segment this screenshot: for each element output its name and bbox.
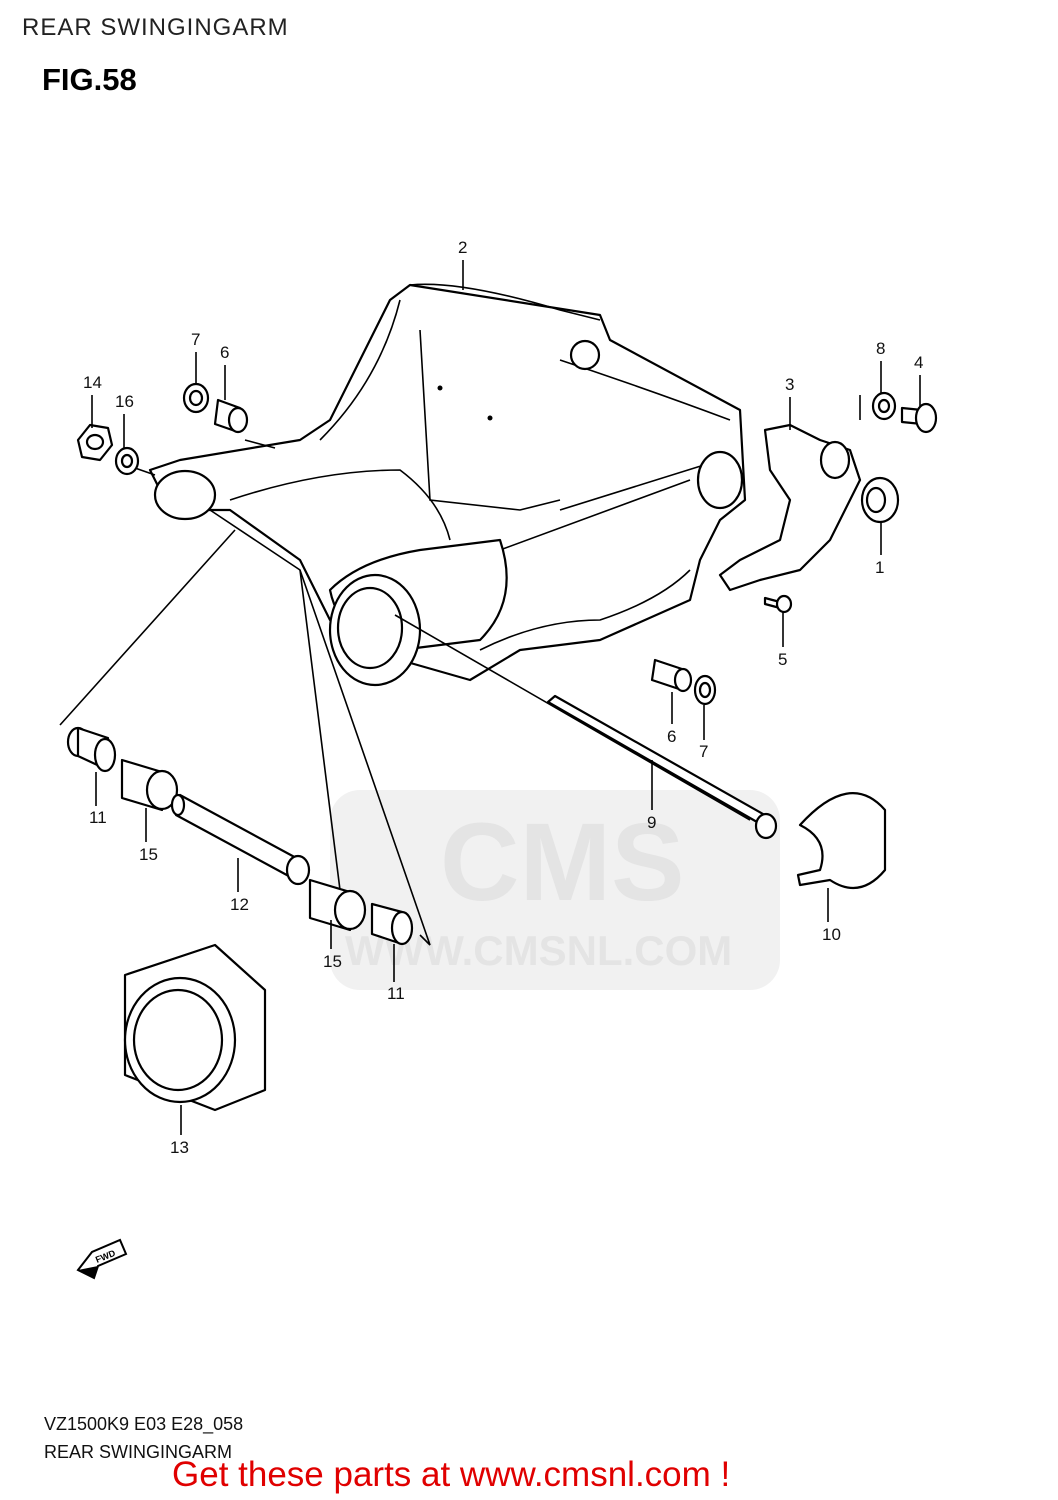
- callout-8: 8: [876, 339, 885, 358]
- callout-15: 15: [139, 845, 158, 864]
- callout-5: 5: [778, 650, 787, 669]
- part-boot-13: [123, 943, 267, 1112]
- diagram-code: VZ1500K9 E03 E28_058: [44, 1414, 244, 1434]
- part-bracket-3: [718, 423, 862, 592]
- part-bearing-15b: [308, 878, 367, 932]
- part-bearing-6: [213, 398, 249, 434]
- callout-7: 7: [191, 330, 200, 349]
- callout-15b: 15: [323, 952, 342, 971]
- part-washer-16: [114, 446, 140, 476]
- watermark: CMS WWW.CMSNL.COM: [330, 790, 780, 990]
- promo-link[interactable]: Get these parts at www.cmsnl.com !: [172, 1455, 731, 1494]
- part-collar-8: [871, 391, 897, 421]
- callout-2: 2: [458, 238, 467, 257]
- leader-lines: [59, 395, 861, 946]
- part-seal-7: [182, 382, 210, 414]
- figure-label: FIG.58: [42, 62, 137, 97]
- part-guard-10: [796, 792, 887, 890]
- callout-14: 14: [83, 373, 102, 392]
- part-bearing-15: [120, 758, 179, 812]
- watermark-brand: CMS: [440, 801, 684, 924]
- part-nut-14: [76, 423, 114, 462]
- callout-3: 3: [785, 375, 794, 394]
- footer-subtitle: REAR SWINGINGARM: [44, 1442, 233, 1462]
- part-nut-1: [860, 476, 900, 524]
- callout-leaders: [91, 260, 921, 1135]
- callout-7b: 7: [699, 742, 708, 761]
- callouts: 1 2 3 4 5 6 6 7 7 8 9 10 11 11 12 13 14 …: [83, 238, 923, 1157]
- part-seal-7b: [693, 674, 717, 706]
- part-axle-9: [546, 694, 778, 840]
- part-bolt-4: [900, 402, 938, 434]
- fwd-arrow-icon: FWD: [76, 1238, 128, 1280]
- part-pipe-12: [170, 793, 311, 886]
- callout-13: 13: [170, 1138, 189, 1157]
- callout-12: 12: [230, 895, 249, 914]
- callout-11b: 11: [387, 984, 405, 1003]
- part-collar-11b: [370, 902, 414, 946]
- callout-6: 6: [220, 343, 229, 362]
- part-screw-5: [763, 594, 793, 614]
- callout-6b: 6: [667, 727, 676, 746]
- callout-11: 11: [89, 808, 107, 827]
- part-collar-11: [66, 726, 117, 773]
- swingarm-frame: [148, 283, 747, 687]
- callout-1: 1: [875, 558, 884, 577]
- callout-9: 9: [647, 813, 656, 832]
- page-title: REAR SWINGINGARM: [22, 14, 289, 41]
- callout-10: 10: [822, 925, 841, 944]
- callout-16: 16: [115, 392, 134, 411]
- callout-4: 4: [914, 353, 923, 372]
- part-bearing-6b: [650, 658, 693, 693]
